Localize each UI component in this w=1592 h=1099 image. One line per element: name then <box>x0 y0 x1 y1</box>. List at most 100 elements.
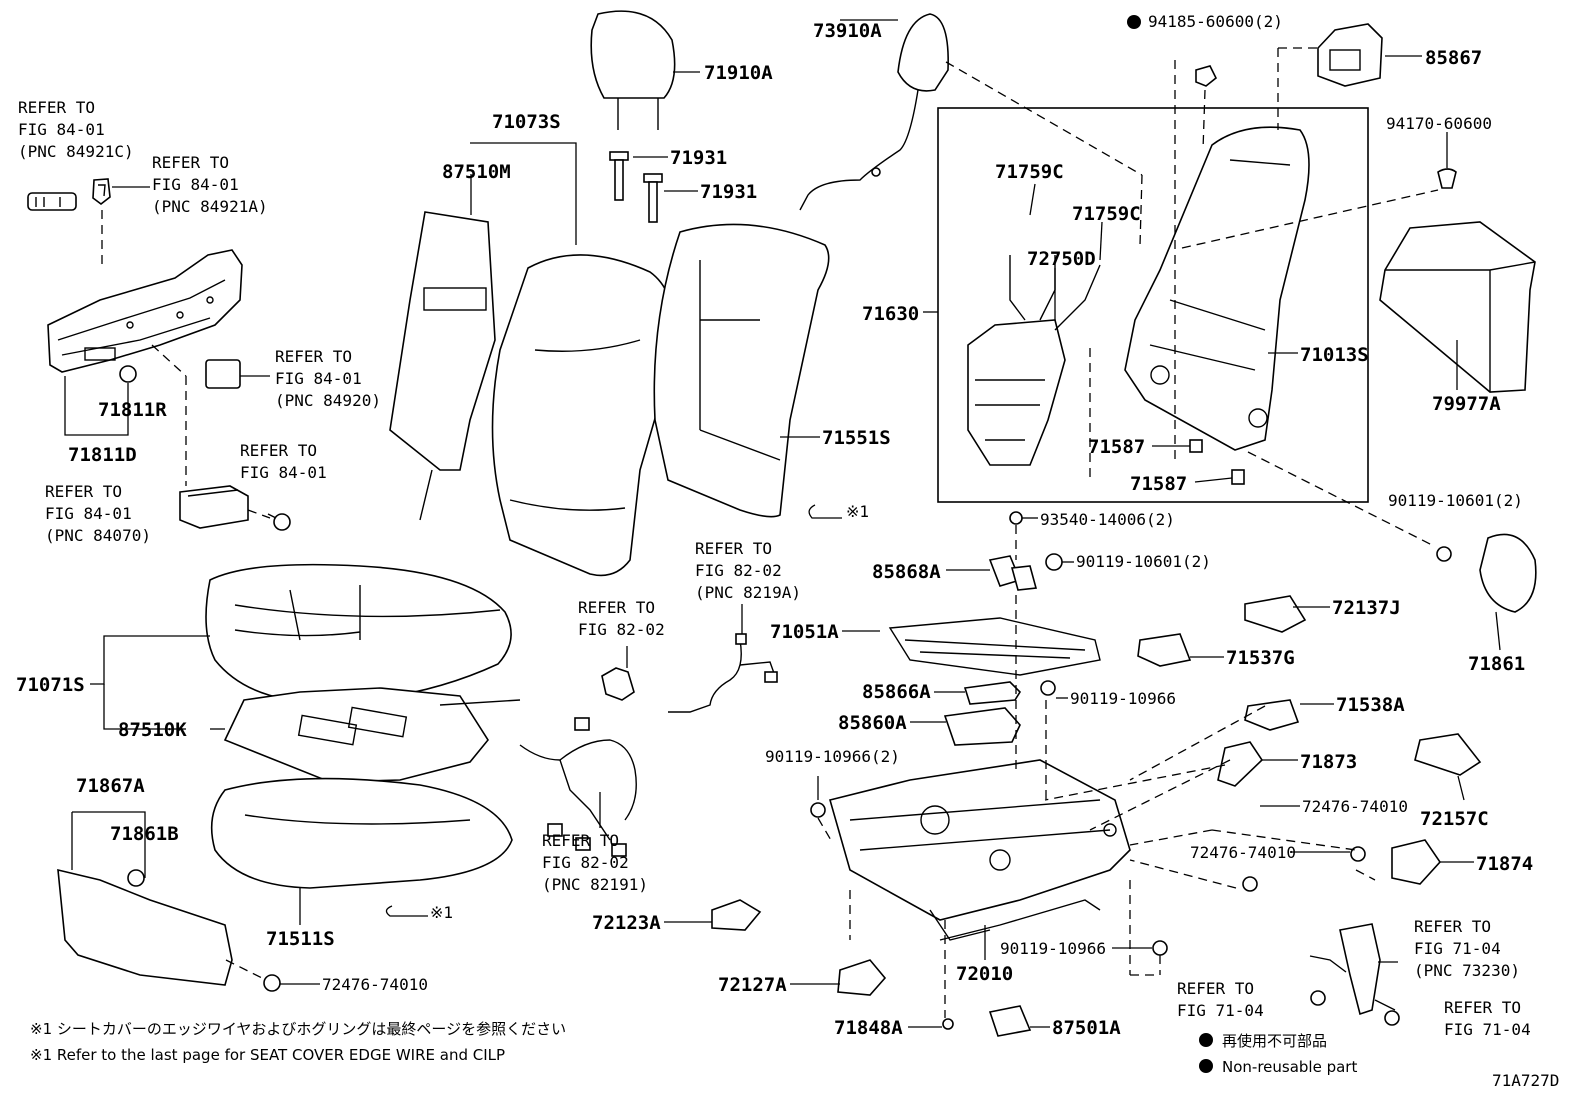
clip-71587-b <box>1231 469 1245 485</box>
clip-71587-a <box>1189 439 1203 453</box>
bolt-90119-d <box>1152 940 1168 956</box>
refer-8401-84921a: REFER TO <box>152 153 229 172</box>
pin-71848a <box>942 1018 954 1030</box>
knob-84921c-part <box>27 192 77 211</box>
dashed-lines <box>101 47 1439 1018</box>
note-mark-2: ※1 <box>430 903 453 922</box>
cover-71873-part <box>1217 741 1264 787</box>
seat-cushion-cover-71071s-part <box>205 563 512 703</box>
label-71931-b: 71931 <box>700 181 757 203</box>
module-84070-part <box>179 485 249 529</box>
label-71811r: 71811R <box>98 399 167 421</box>
pad-85860a-part <box>943 707 1021 746</box>
label-71538a: 71538A <box>1336 694 1405 716</box>
bolt-93540 <box>1009 511 1023 525</box>
label-71071s: 71071S <box>16 674 85 696</box>
refer-8401-84070-fig: FIG 84-01 <box>45 504 132 523</box>
clip-94170 <box>1437 168 1457 189</box>
refer-8202-plain-fig: FIG 82-02 <box>578 620 665 639</box>
headrest-cover-71861-part <box>1479 533 1537 613</box>
label-71759c-a: 71759C <box>995 161 1064 183</box>
label-72476-a: 72476-74010 <box>1302 797 1408 816</box>
refer-7104-73230: REFER TO <box>1414 917 1491 936</box>
screw-72476-b <box>1350 846 1366 862</box>
label-72127a: 72127A <box>718 974 787 996</box>
label-72476-b: 72476-74010 <box>1190 843 1296 862</box>
label-71861: 71861 <box>1468 653 1525 675</box>
seat-foam-71511s-part <box>210 777 513 889</box>
bolt-90119-a <box>1045 553 1063 571</box>
label-90119-10966-c: 90119-10966 <box>1000 939 1106 958</box>
cover-71538a-part <box>1244 699 1300 731</box>
label-72123a: 72123A <box>592 912 661 934</box>
seatback-foam-71551s-part <box>653 223 830 518</box>
label-93540: 93540-14006(2) <box>1040 510 1175 529</box>
seatback-frame-71013s-part <box>1124 126 1310 451</box>
pad-85866a-part <box>963 681 1022 705</box>
headrest-guide-1 <box>609 151 629 201</box>
label-73910a: 73910A <box>813 20 882 42</box>
seatback-cover-71073s-part <box>491 254 676 577</box>
label-87510m: 87510M <box>442 161 511 183</box>
cover-71874-part <box>1391 839 1442 885</box>
label-72157c: 72157C <box>1420 808 1489 830</box>
refer-8401-84920-fig: FIG 84-01 <box>275 369 362 388</box>
refer-8202-plain: REFER TO <box>578 598 655 617</box>
screw-72476-a <box>1242 876 1258 892</box>
switch-84920-part <box>205 359 241 389</box>
legend-dot-jp <box>1199 1033 1213 1047</box>
label-71931-a: 71931 <box>670 147 727 169</box>
reference-labels: REFER TO FIG 84-01 (PNC 84921C) REFER TO… <box>18 98 1531 1039</box>
label-85867: 85867 <box>1425 47 1482 69</box>
label-71587-a: 71587 <box>1088 436 1145 458</box>
non-reusable-dot-94185 <box>1127 15 1141 29</box>
refer-8401-84921c-fig: FIG 84-01 <box>18 120 105 139</box>
refer-8202-82191-pnc: (PNC 82191) <box>542 875 648 894</box>
label-71874: 71874 <box>1476 853 1533 875</box>
cover-72157c-part <box>1414 733 1482 776</box>
label-87501a: 87501A <box>1052 1017 1121 1039</box>
label-72137j: 72137J <box>1332 597 1401 619</box>
label-71511s: 71511S <box>266 928 335 950</box>
label-72476-c: 72476-74010 <box>322 975 428 994</box>
label-71013s: 71013S <box>1300 344 1369 366</box>
bolt-84070 <box>267 513 291 531</box>
refer-7104-b: REFER TO <box>1444 998 1521 1017</box>
bolt-90119-c <box>810 802 826 818</box>
refer-8401-84920-pnc: (PNC 84920) <box>275 391 381 410</box>
refer-8202-82191-fig: FIG 82-02 <box>542 853 629 872</box>
label-85866a: 85866A <box>862 681 931 703</box>
footnote-jp: ※1 シートカバーのエッジワイヤおよびホグリングは最終ページを参照ください <box>30 1020 566 1038</box>
refer-8401-84070-pnc: (PNC 84070) <box>45 526 151 545</box>
cover-71537g-part <box>1137 633 1192 667</box>
refer-8401-84920: REFER TO <box>275 347 352 366</box>
refer-8401-84921c-pnc: (PNC 84921C) <box>18 142 134 161</box>
nut-94185 <box>1195 65 1218 87</box>
bracket-85868a-part-2 <box>1010 565 1038 591</box>
refer-8401-plain-fig: FIG 84-01 <box>240 463 327 482</box>
knob-84921a-part <box>92 178 111 206</box>
refer-7104-a-fig: FIG 71-04 <box>1177 1001 1264 1020</box>
bolt-90119-e <box>1436 546 1452 562</box>
seat-spring-71051a-part <box>888 617 1101 676</box>
headrest-guide-2 <box>643 173 663 223</box>
label-85868a: 85868A <box>872 561 941 583</box>
label-71537g: 71537G <box>1226 647 1295 669</box>
front-trim-71867a-part <box>57 868 233 986</box>
label-79977a: 79977A <box>1432 393 1501 415</box>
screw-72476-bottom <box>263 974 281 992</box>
knob-71811r-part <box>119 365 137 383</box>
footnotes: ※1 シートカバーのエッジワイヤおよびホグリングは最終ページを参照ください ※1… <box>30 1020 566 1064</box>
label-72010: 72010 <box>956 963 1013 985</box>
refer-8401-84921a-fig: FIG 84-01 <box>152 175 239 194</box>
refer-8202-8219a-pnc: (PNC 8219A) <box>695 583 801 602</box>
lumbar-assy-72750d-part <box>967 255 1101 466</box>
module-85867-part <box>1317 23 1383 87</box>
headrest-71910a-part <box>590 10 676 130</box>
label-94170: 94170-60600 <box>1386 114 1492 133</box>
refer-8202-8219a: REFER TO <box>695 539 772 558</box>
connector-82-02-part <box>601 667 635 701</box>
refer-7104-a: REFER TO <box>1177 979 1254 998</box>
label-71848a: 71848A <box>834 1017 903 1039</box>
